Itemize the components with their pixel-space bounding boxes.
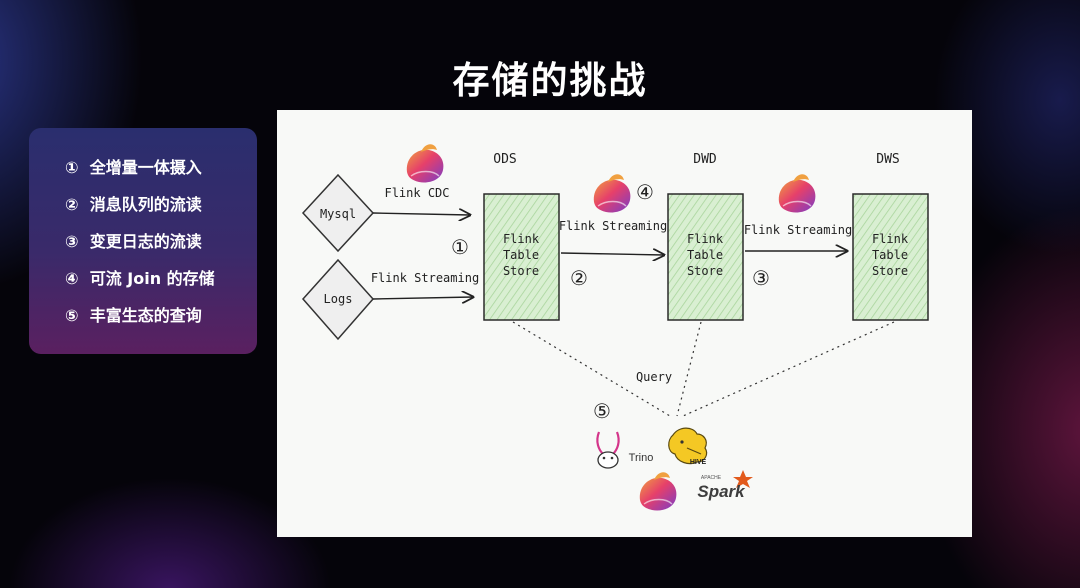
flink-logo-icon [778, 174, 816, 213]
challenge-item: ⑤ 丰富生态的查询 [65, 302, 202, 326]
marker-4: ④ [636, 180, 654, 204]
edge-logs-ods [372, 297, 473, 299]
marker-1: ① [451, 235, 469, 259]
query-line-ods [512, 321, 671, 417]
edge-label-dwd-dws: Flink Streaming [744, 223, 852, 237]
spark-apache-label: APACHE [701, 475, 722, 481]
store-dws-line1: Flink [872, 232, 909, 246]
challenge-marker: ② [65, 195, 79, 214]
challenge-item: ① 全增量一体摄入 [65, 154, 202, 178]
edge-mysql-ods [372, 213, 470, 215]
diagram-canvas: ODS DWD DWS Mysql Logs Flink CDC Flink S… [277, 110, 972, 537]
challenge-text: 丰富生态的查询 [89, 306, 202, 325]
store-dwd [667, 193, 744, 321]
hive-label: HIVE [690, 459, 707, 466]
marker-3: ③ [752, 266, 770, 290]
flink-logo-icon [639, 472, 677, 511]
source-logs-label: Logs [324, 292, 353, 306]
challenge-marker: ③ [65, 232, 79, 251]
challenge-text: 可流 Join 的存储 [89, 269, 215, 288]
store-ods [483, 193, 560, 321]
diagram-svg: ODS DWD DWS Mysql Logs Flink CDC Flink S… [301, 144, 929, 511]
source-logs-diamond [301, 258, 375, 341]
flink-logo-icon [593, 174, 631, 213]
challenge-panel: ① 全增量一体摄入 ② 消息队列的流读 ③ 变更日志的流读 ④ 可流 Join … [29, 128, 257, 354]
challenge-marker: ④ [65, 269, 79, 288]
layer-label-ods: ODS [493, 152, 516, 167]
challenge-marker: ⑤ [65, 306, 79, 325]
trino-logo-icon [596, 431, 620, 469]
store-dwd-line2: Table [687, 248, 723, 262]
marker-2: ② [570, 266, 588, 290]
edge-label-cdc: Flink CDC [384, 186, 449, 200]
spark-logo-icon [733, 470, 753, 488]
trino-label: Trino [629, 452, 654, 464]
hive-logo-icon [668, 427, 708, 465]
challenge-marker: ① [65, 158, 79, 177]
store-dws [852, 193, 929, 321]
query-line-dws [682, 321, 895, 417]
store-dwd-line1: Flink [687, 232, 724, 246]
edge-label-logs: Flink Streaming [371, 271, 479, 285]
query-label: Query [636, 370, 672, 384]
query-line-dwd [676, 321, 702, 417]
store-dwd-line3: Store [687, 264, 723, 278]
challenge-text: 消息队列的流读 [89, 195, 202, 214]
challenge-item: ④ 可流 Join 的存储 [65, 265, 215, 289]
store-ods-line2: Table [503, 248, 539, 262]
layer-label-dwd: DWD [693, 152, 717, 167]
layer-label-dws: DWS [876, 152, 899, 167]
page-title: 存储的挑战 [452, 59, 648, 102]
marker-5: ⑤ [593, 399, 611, 423]
store-ods-line1: Flink [503, 232, 540, 246]
source-mysql-label: Mysql [320, 207, 356, 221]
challenge-text: 变更日志的流读 [89, 232, 202, 251]
spark-label: Spark [697, 482, 746, 501]
edge-ods-dwd [560, 253, 664, 255]
source-mysql-diamond [301, 173, 375, 253]
challenge-text: 全增量一体摄入 [89, 158, 202, 177]
store-ods-line3: Store [503, 264, 539, 278]
challenge-item: ② 消息队列的流读 [65, 191, 202, 215]
store-dws-line2: Table [872, 248, 908, 262]
challenge-item: ③ 变更日志的流读 [65, 228, 202, 252]
flink-logo-icon [406, 144, 444, 183]
store-dws-line3: Store [872, 264, 908, 278]
edge-label-ods-dwd: Flink Streaming [559, 219, 667, 233]
